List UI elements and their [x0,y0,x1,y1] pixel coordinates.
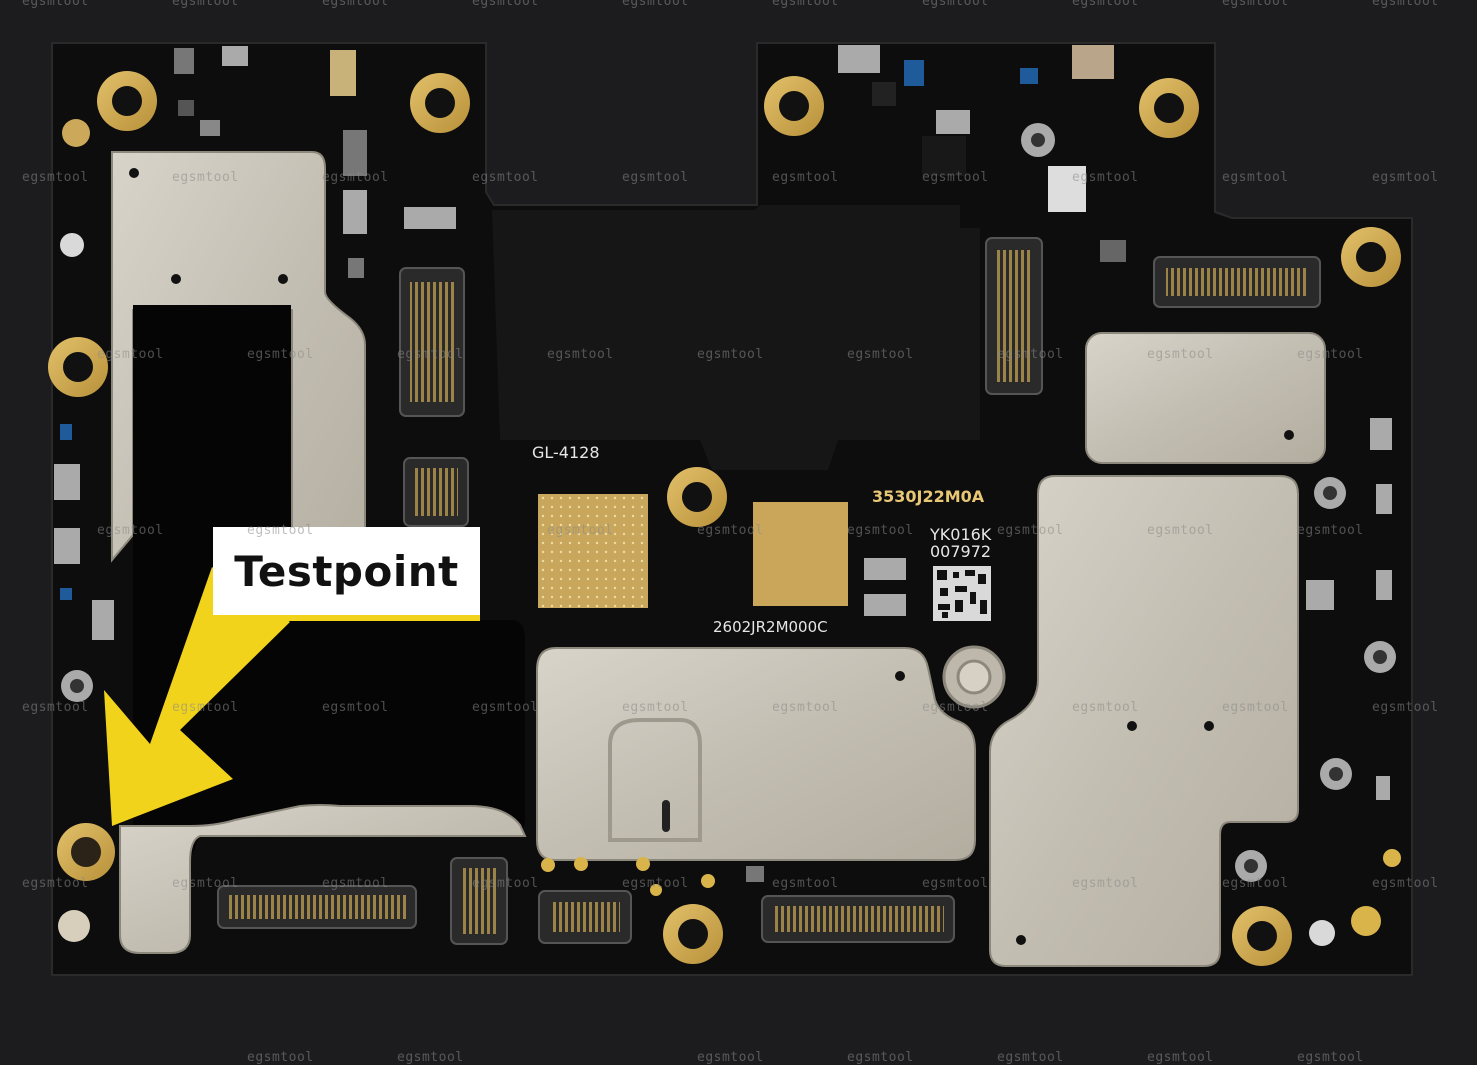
small-components [54,45,1396,882]
small-silver-pad [1309,920,1335,946]
testpoint-label-text: Testpoint [234,546,459,596]
board-cutout [492,205,980,470]
qr-code [933,566,991,621]
testpoint-arrow [104,567,290,826]
connectors [217,237,1321,945]
gold-chip-right [753,502,848,606]
small-silver-pad [60,233,84,257]
small-gold-pad [1351,906,1381,936]
small-gold-pad [1383,849,1401,867]
serial-line-1: YK016K [930,525,992,544]
shield-left-bottom [119,804,527,954]
shield-black-left [133,620,525,860]
testpoint-label: Testpoint [213,527,480,621]
shield-right-small [1085,332,1326,464]
chip-code: 2602JR2M000C [713,618,828,636]
board-model-code: GL-4128 [532,443,600,462]
shield-center [536,647,976,861]
gold-vias [541,857,715,896]
mounting-holes [48,71,1401,966]
small-silver-pad [58,910,90,942]
shield-right-large [989,475,1299,967]
serial-line-2: 007972 [930,542,992,561]
shield-left-top [111,151,366,636]
board-part-number: 3530J22M0A [872,487,985,506]
small-gold-pad [62,119,90,147]
